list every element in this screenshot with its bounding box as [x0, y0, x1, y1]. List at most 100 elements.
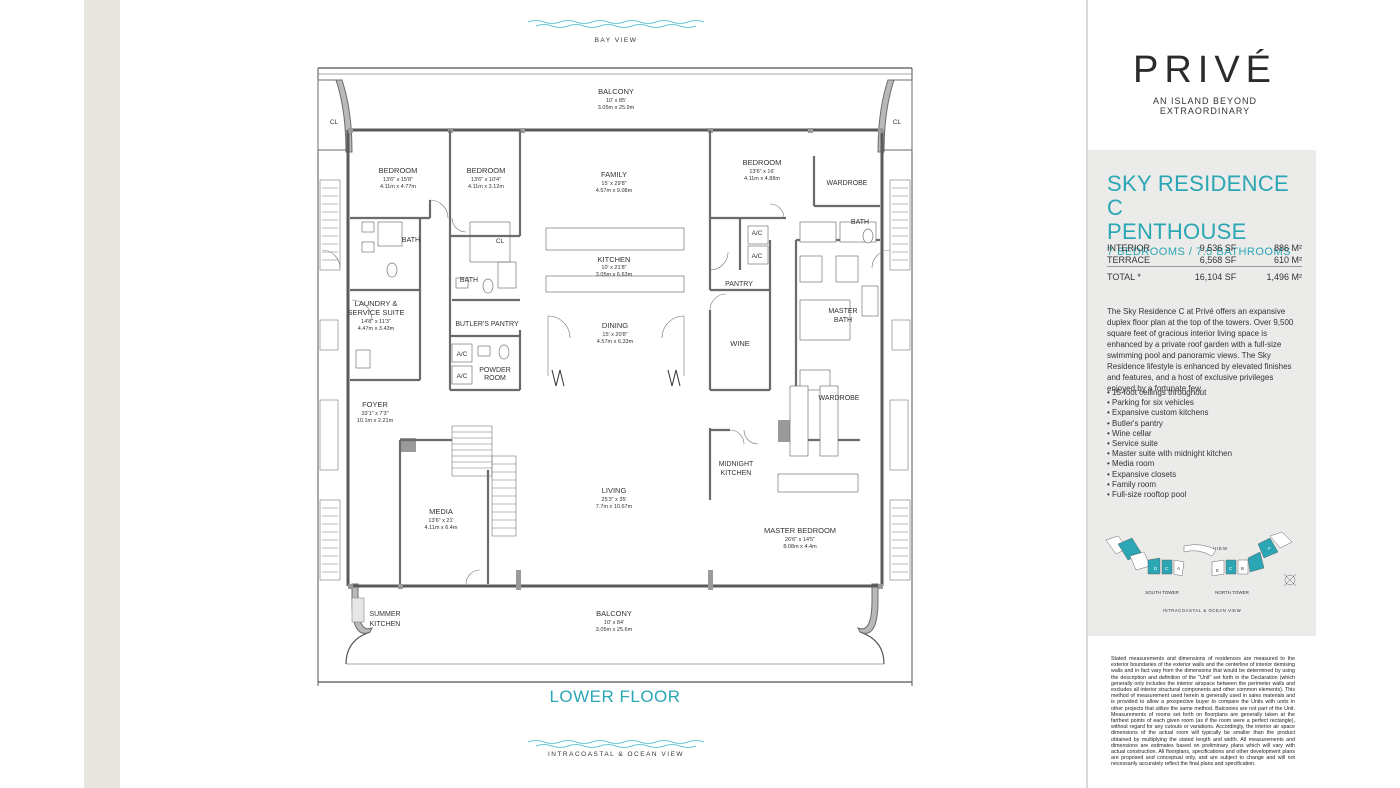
- total-label: TOTAL *: [1107, 266, 1170, 283]
- room-living-dim2: 7.7m x 10.67m: [596, 504, 633, 510]
- feature-item: Expansive custom kitchens: [1107, 408, 1303, 418]
- area-total-row: TOTAL * 16,104 SF 1,496 M²: [1107, 266, 1302, 283]
- room-living-name: LIVING: [602, 486, 627, 495]
- residence-title-line1: SKY RESIDENCE C: [1107, 171, 1289, 220]
- exterior-walls: [346, 128, 884, 588]
- midnight-kitchen-label-2: KITCHEN: [721, 470, 752, 477]
- room-labels: BALCONY 10' x 85' 3.05m x 25.9m BEDROOM …: [330, 87, 902, 633]
- room-bedroom-3-dim2: 4.11m x 4.88m: [744, 176, 780, 182]
- area-label: TERRACE: [1107, 255, 1151, 265]
- room-dining-dim1: 15' x 20'8": [602, 332, 627, 338]
- room-foyer-name: FOYER: [362, 400, 388, 409]
- structural-columns: [348, 128, 883, 590]
- room-bedroom-2-dim1: 13'6" x 10'4": [471, 177, 501, 183]
- room-dining-name: DINING: [602, 321, 628, 330]
- bath-2-label: BATH: [460, 277, 478, 284]
- keymap-unit-f: F: [1268, 546, 1271, 551]
- room-master-bedroom-name: MASTER BEDROOM: [764, 526, 836, 535]
- area-m2: 886 M²: [1273, 243, 1302, 253]
- closet-mid-label: CL: [496, 238, 505, 245]
- kitchen-counters: [545, 227, 859, 493]
- keymap-south-tower: SOUTH TOWER: [1145, 590, 1179, 595]
- closet-left-label: CL: [330, 119, 339, 126]
- room-laundry-dim1: 14'8" x 11'3": [361, 319, 391, 325]
- summer-kitchen-label-2: KITCHEN: [370, 621, 401, 628]
- feature-item: Family room: [1107, 480, 1303, 490]
- room-balcony-top-name: BALCONY: [598, 87, 634, 96]
- ac-3-label: A/C: [457, 351, 468, 358]
- room-media-dim1: 13'6" x 21': [428, 518, 453, 524]
- room-living-dim1: 25'3" x 35': [601, 497, 626, 503]
- interior-stair: [451, 425, 517, 537]
- side-stairs: [319, 179, 911, 581]
- room-master-bedroom-dim2: 8.08m x 4.4m: [783, 544, 817, 550]
- room-bedroom-3-name: BEDROOM: [743, 158, 782, 167]
- keymap-north-tower: NORTH TOWER: [1215, 590, 1250, 595]
- closet-right-label: CL: [893, 119, 902, 126]
- area-sf: 9,536 SF: [1199, 243, 1237, 253]
- residence-title: SKY RESIDENCE C PENTHOUSE 7 BEDROOMS / 7…: [1107, 171, 1307, 259]
- ac-4-label: A/C: [457, 373, 468, 380]
- room-laundry-name: LAUNDRY &: [355, 299, 398, 308]
- master-bath-label-1: MASTER: [828, 308, 857, 315]
- north-tower-icon: [1211, 532, 1293, 577]
- powder-room-label-1: POWDER: [479, 367, 511, 374]
- total-sf: 16,104 SF: [1169, 266, 1251, 283]
- floor-label: LOWER FLOOR: [549, 687, 680, 706]
- panel-divider: [1086, 0, 1088, 788]
- brand-tagline: AN ISLAND BEYOND EXTRAORDINARY: [1152, 96, 1258, 116]
- door-swings: [321, 199, 891, 585]
- room-foyer-dim1: 33'1" x 7'3": [361, 411, 388, 417]
- residence-title-line2: PENTHOUSE: [1107, 219, 1247, 244]
- wardrobe-top-label: WARDROBE: [827, 180, 868, 187]
- keymap-unit-c: C: [1142, 550, 1146, 555]
- room-balcony-top-dim2: 3.05m x 25.9m: [598, 105, 635, 111]
- pantry-label: PANTRY: [725, 281, 753, 288]
- bathroom-fixtures: [355, 221, 879, 391]
- info-panel: PRIVÉ AN ISLAND BEYOND EXTRAORDINARY SKY…: [1088, 0, 1316, 788]
- room-balcony-bottom-dim1: 10' x 84': [604, 620, 624, 626]
- keymap-bottom-view: INTRACOASTAL & OCEAN VIEW: [1163, 608, 1242, 613]
- interior-walls: [350, 130, 880, 584]
- top-view-label: BAY VIEW: [595, 37, 638, 44]
- feature-item: Master suite with midnight kitchen: [1107, 449, 1303, 459]
- ac-1-label: A/C: [752, 230, 763, 237]
- room-media-name: MEDIA: [429, 507, 453, 516]
- keymap-unit-c-south: C: [1165, 566, 1169, 571]
- room-bedroom-2-dim2: 4.11m x 3.12m: [468, 184, 504, 190]
- area-table: INTERIOR 9,536 SF 886 M² TERRACE 6,568 S…: [1107, 242, 1302, 283]
- room-family-dim2: 4.57m x 9.08m: [596, 188, 633, 194]
- bay-view-wave-icon: [527, 20, 705, 28]
- feature-item: Parking for six vehicles: [1107, 398, 1303, 408]
- residence-description: The Sky Residence C at Privé offers an e…: [1107, 307, 1294, 393]
- room-bedroom-2-name: BEDROOM: [467, 166, 506, 175]
- master-bath-label-2: BATH: [834, 317, 852, 324]
- room-laundry-name2: SERVICE SUITE: [348, 308, 405, 317]
- room-bedroom-3-dim1: 13'6" x 16': [749, 169, 774, 175]
- wardrobe-master-label: WARDROBE: [819, 395, 860, 402]
- area-row: TERRACE 6,568 SF 610 M²: [1107, 254, 1302, 267]
- area-label: INTERIOR: [1107, 243, 1151, 253]
- feature-item: Expansive closets: [1107, 470, 1303, 480]
- balcony-outline: [317, 67, 913, 686]
- room-dining-dim2: 4.57m x 6.33m: [597, 339, 634, 345]
- summer-kitchen-label-1: SUMMER: [369, 611, 400, 618]
- left-margin-strip: [84, 0, 120, 788]
- ac-2-label: A/C: [752, 253, 763, 260]
- room-bedroom-1-dim2: 4.11m x 4.77m: [380, 184, 416, 190]
- south-tower-icon: [1105, 535, 1217, 577]
- brand-logo: PRIVÉ AN ISLAND BEYOND EXTRAORDINARY: [1110, 50, 1300, 116]
- room-master-bedroom-dim1: 26'6" x 14'5": [785, 537, 815, 543]
- keymap-unit-d: D: [1154, 566, 1158, 571]
- room-kitchen-name: KITCHEN: [598, 255, 631, 264]
- wine-label: WINE: [730, 339, 750, 348]
- keymap-unit-e: E: [1216, 568, 1219, 573]
- sliding-door-marks: [551, 369, 681, 387]
- powder-room-label-2: ROOM: [484, 375, 506, 382]
- room-balcony-top-dim1: 10' x 85': [606, 98, 626, 104]
- keymap-unit-c-north: C: [1229, 566, 1233, 571]
- area-m2: 610 M²: [1273, 255, 1302, 265]
- feature-item: Full-size rooftop pool: [1107, 490, 1303, 500]
- floor-plan-diagram: BAY VIEW INTRACOASTAL & OCEAN VIEW: [317, 20, 913, 758]
- room-family-dim1: 15' x 29'8": [601, 181, 626, 187]
